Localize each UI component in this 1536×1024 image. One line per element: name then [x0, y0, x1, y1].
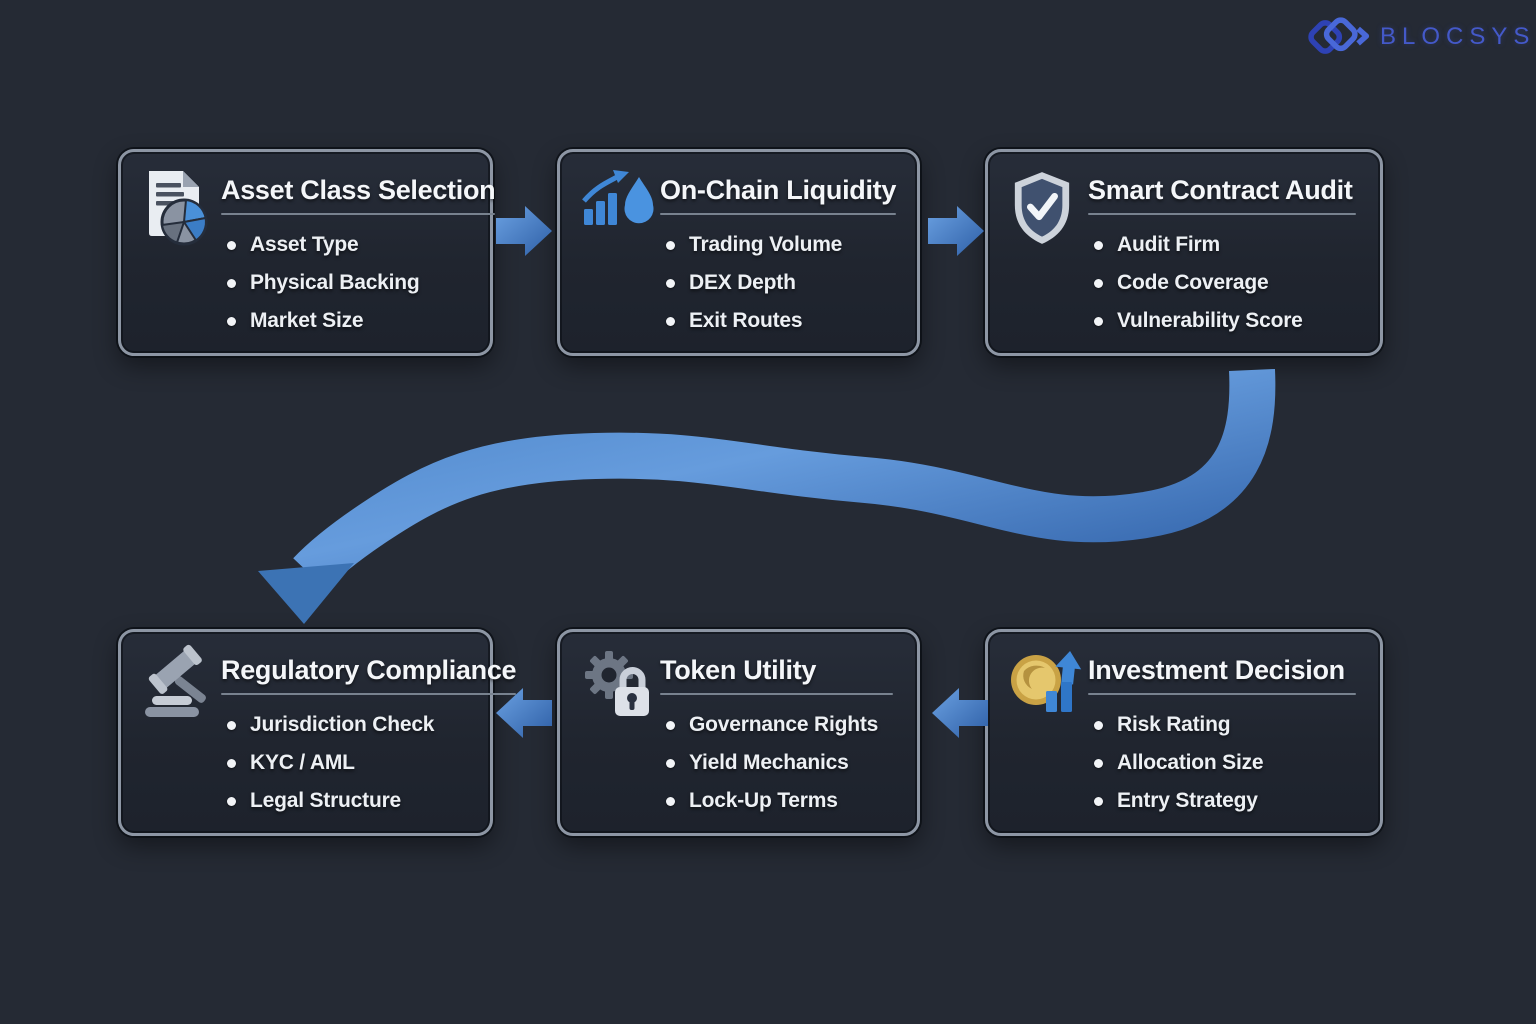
list-item: Entry Strategy	[1094, 782, 1356, 820]
bullet-label: Asset Type	[250, 233, 359, 256]
title-underline	[1088, 213, 1356, 215]
box-investment-decision: Investment Decision Risk Rating Allocati…	[985, 629, 1383, 836]
flow-arrow-right-icon	[496, 206, 552, 256]
list-item: Exit Routes	[666, 302, 893, 340]
box-title: On-Chain Liquidity	[660, 175, 897, 205]
bullet-dot	[666, 278, 675, 288]
box-smart-contract-audit: Smart Contract Audit Audit Firm Code Cov…	[985, 149, 1383, 356]
bullet-label: Code Coverage	[1117, 271, 1269, 294]
gavel-icon	[143, 644, 221, 717]
list-item: Asset Type	[227, 226, 466, 264]
bullet-label: Entry Strategy	[1117, 789, 1258, 812]
bullet-list: Audit Firm Code Coverage Vulnerability S…	[1094, 226, 1356, 340]
bullet-dot	[1094, 720, 1103, 730]
box-title: Regulatory Compliance	[221, 655, 517, 685]
list-item: Code Coverage	[1094, 264, 1356, 302]
box-title: Token Utility	[660, 655, 817, 685]
list-item: Market Size	[227, 302, 466, 340]
list-item: Governance Rights	[666, 706, 893, 744]
bullet-list: Jurisdiction Check KYC / AML Legal Struc…	[227, 706, 466, 820]
bullet-label: Yield Mechanics	[689, 751, 849, 774]
list-item: KYC / AML	[227, 744, 466, 782]
box-title: Smart Contract Audit	[1088, 175, 1353, 205]
shield-check-icon	[1010, 169, 1088, 244]
coin-chart-icon	[1010, 649, 1088, 712]
bullet-dot	[1094, 796, 1103, 806]
bullet-dot	[1094, 240, 1103, 250]
bullet-label: Allocation Size	[1117, 751, 1264, 774]
wrap-arrow-icon	[258, 368, 1276, 624]
bullet-label: Physical Backing	[250, 271, 420, 294]
bullet-dot	[227, 316, 236, 326]
box-regulatory-compliance: Regulatory Compliance Jurisdiction Check…	[118, 629, 517, 836]
title-underline	[660, 693, 893, 695]
bullet-label: Jurisdiction Check	[250, 713, 435, 736]
document-pie-icon	[143, 169, 221, 246]
bullet-dot	[227, 758, 236, 768]
bullet-dot	[666, 796, 675, 806]
bullet-label: Risk Rating	[1117, 713, 1231, 736]
bullet-label: Lock-Up Terms	[689, 789, 838, 812]
bullet-dot	[666, 720, 675, 730]
bullet-dot	[227, 240, 236, 250]
bullet-list: Trading Volume DEX Depth Exit Routes	[666, 226, 893, 340]
bullet-dot	[1094, 278, 1103, 288]
box-on-chain-liquidity: On-Chain Liquidity Trading Volume DEX De…	[557, 149, 920, 356]
list-item: Jurisdiction Check	[227, 706, 466, 744]
bullet-label: Trading Volume	[689, 233, 843, 256]
bullet-dot	[227, 720, 236, 730]
list-item: Yield Mechanics	[666, 744, 893, 782]
bullet-label: Exit Routes	[689, 309, 803, 332]
box-token-utility: Token Utility Governance Rights Yield Me…	[557, 629, 920, 836]
bullet-label: Market Size	[250, 309, 364, 332]
list-item: Allocation Size	[1094, 744, 1356, 782]
flow-arrow-right-icon	[928, 206, 984, 256]
bullet-dot	[666, 316, 675, 326]
list-item: Vulnerability Score	[1094, 302, 1356, 340]
box-asset-class-selection: Asset Class Selection Asset Type Physica…	[118, 149, 496, 356]
bullet-dot	[666, 240, 675, 250]
box-title: Investment Decision	[1088, 655, 1345, 685]
flow-arrow-left-icon	[932, 688, 988, 738]
bullet-label: Legal Structure	[250, 789, 402, 812]
bullet-dot	[227, 278, 236, 288]
list-item: DEX Depth	[666, 264, 893, 302]
bullet-label: Governance Rights	[689, 713, 879, 736]
list-item: Lock-Up Terms	[666, 782, 893, 820]
gear-lock-icon	[582, 649, 660, 716]
list-item: Trading Volume	[666, 226, 893, 264]
blocsys-logo-text: BLOCSYS	[1380, 23, 1536, 50]
list-item: Audit Firm	[1094, 226, 1356, 264]
title-underline	[221, 693, 517, 695]
blocsys-logo-icon	[1308, 17, 1370, 54]
list-item: Risk Rating	[1094, 706, 1356, 744]
bullet-list: Risk Rating Allocation Size Entry Strate…	[1094, 706, 1356, 820]
blocsys-logo: BLOCSYS	[1306, 14, 1535, 60]
chart-droplet-icon	[582, 169, 660, 225]
bullet-dot	[227, 796, 236, 806]
title-underline	[660, 213, 897, 215]
box-title: Asset Class Selection	[221, 175, 496, 205]
title-underline	[1088, 693, 1356, 695]
bullet-label: KYC / AML	[250, 751, 355, 774]
bullet-label: DEX Depth	[689, 271, 796, 294]
bullet-dot	[1094, 758, 1103, 768]
bullet-dot	[666, 758, 675, 768]
list-item: Legal Structure	[227, 782, 466, 820]
bullet-label: Audit Firm	[1117, 233, 1220, 256]
bullet-label: Vulnerability Score	[1117, 309, 1303, 332]
bullet-dot	[1094, 316, 1103, 326]
flow-arrow-left-icon	[496, 688, 552, 738]
list-item: Physical Backing	[227, 264, 466, 302]
bullet-list: Asset Type Physical Backing Market Size	[227, 226, 466, 340]
title-underline	[221, 213, 496, 215]
bullet-list: Governance Rights Yield Mechanics Lock-U…	[666, 706, 893, 820]
